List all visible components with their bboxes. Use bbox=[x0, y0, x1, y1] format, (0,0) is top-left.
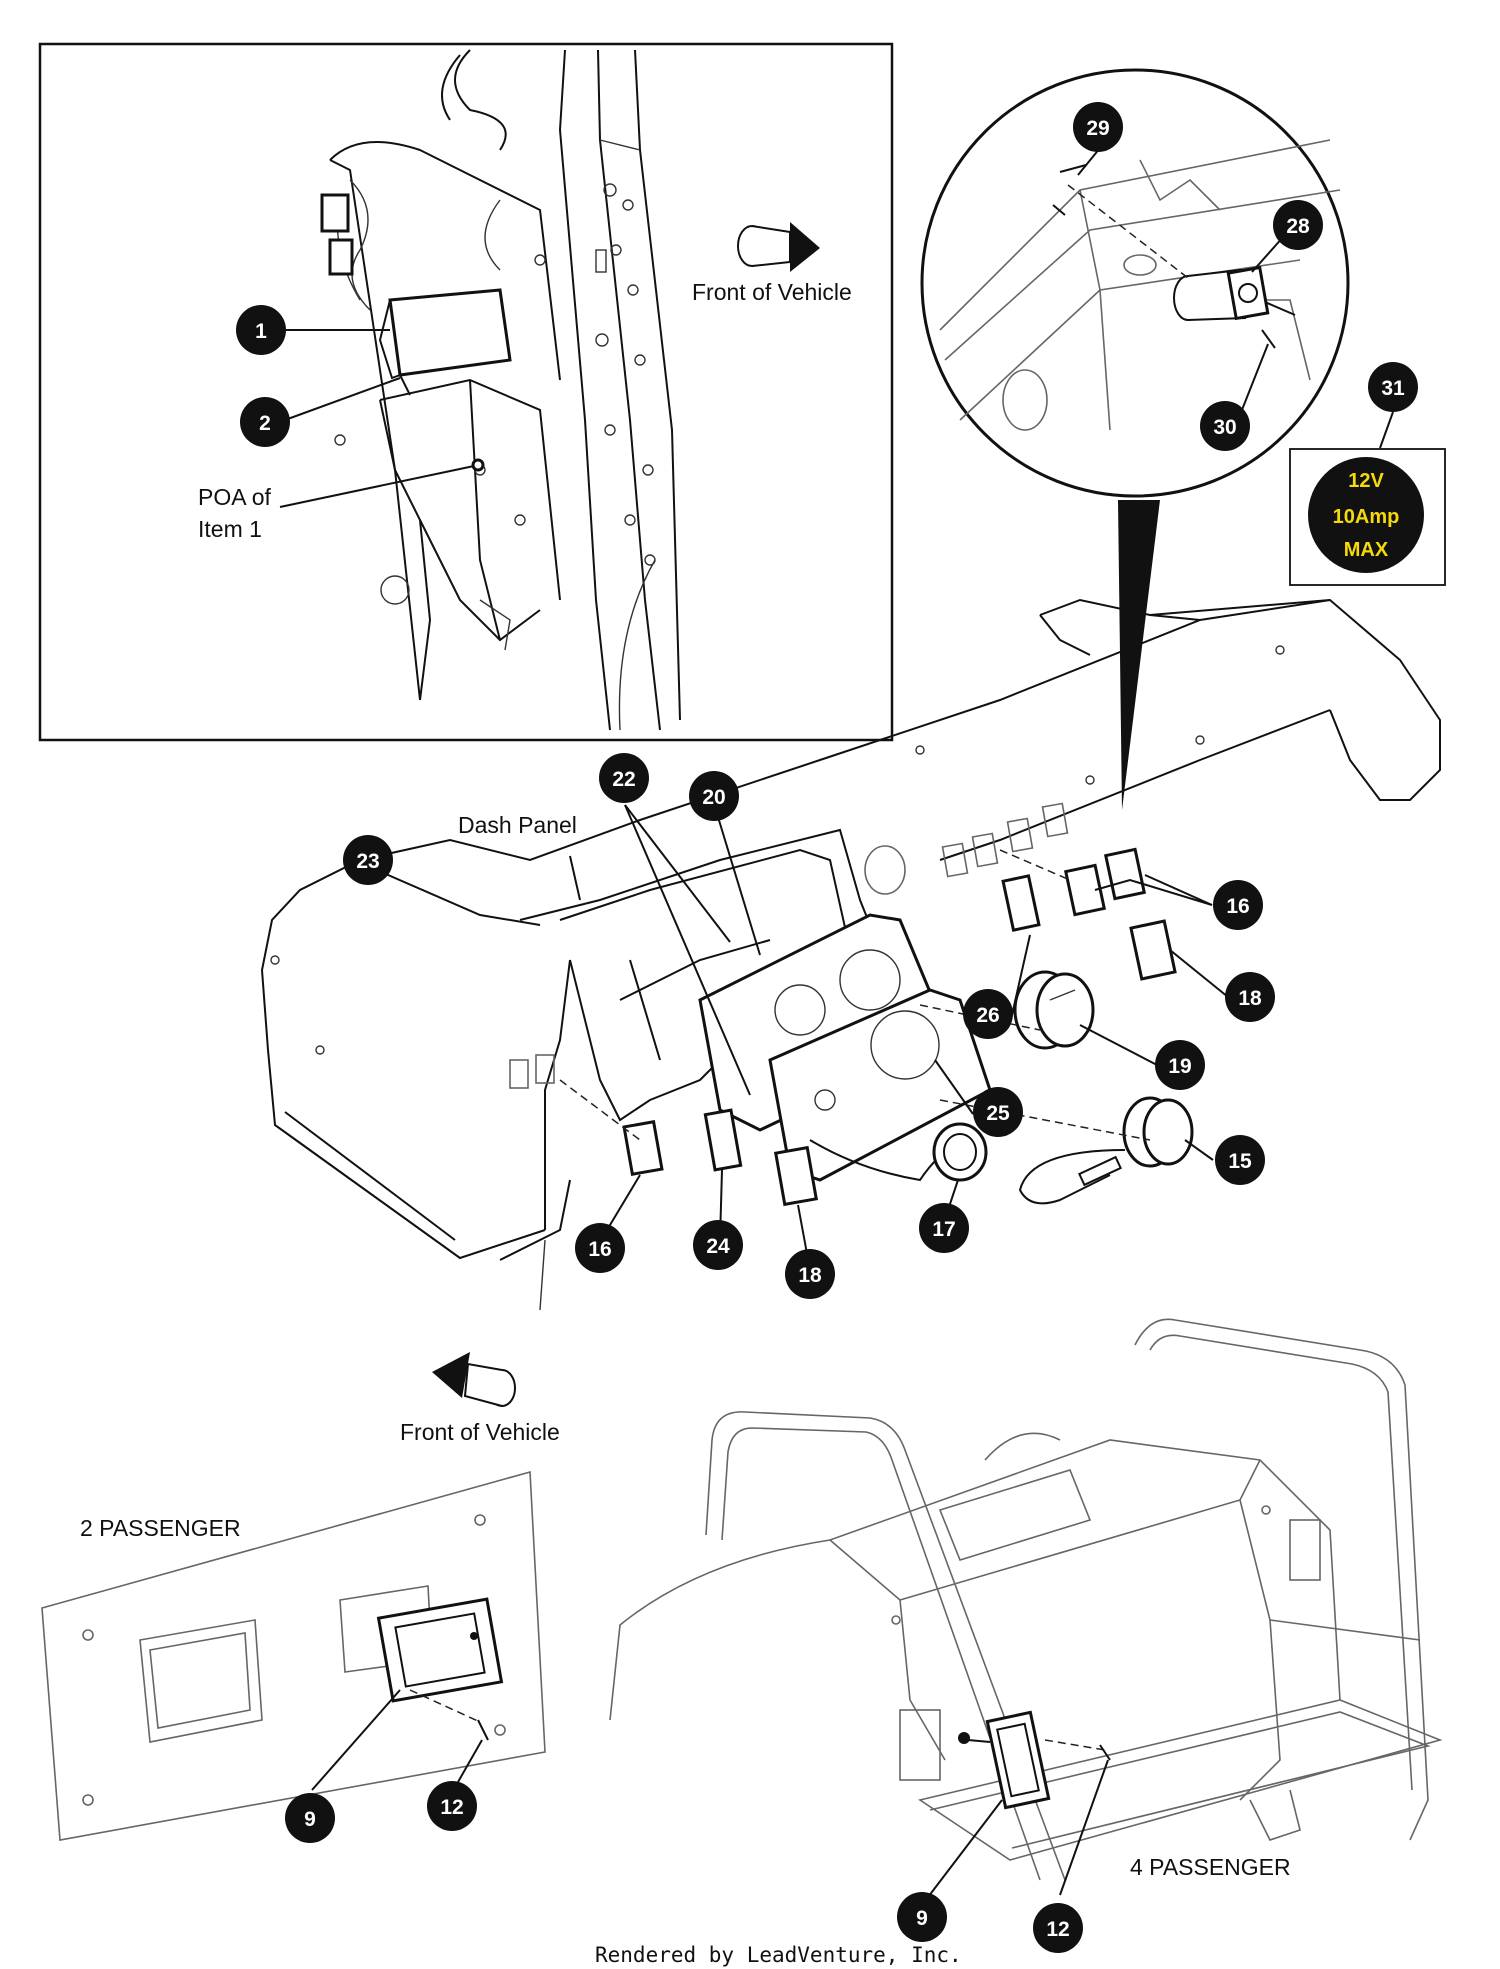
callout-19: 19 bbox=[1155, 1040, 1205, 1090]
callout-20: 20 bbox=[689, 771, 739, 821]
dash-panel-label: Dash Panel bbox=[458, 812, 577, 838]
callout-2: 2 bbox=[240, 397, 290, 447]
warning-label-box: 31 12V 10Amp MAX bbox=[1289, 362, 1446, 586]
warning-text-max: MAX bbox=[1344, 539, 1389, 561]
item-16-switch-right-b bbox=[1103, 847, 1147, 901]
svg-text:29: 29 bbox=[1086, 117, 1109, 140]
svg-text:20: 20 bbox=[702, 786, 725, 809]
svg-text:1: 1 bbox=[255, 320, 267, 343]
svg-text:17: 17 bbox=[932, 1218, 955, 1241]
callout-29: 29 bbox=[1073, 102, 1123, 152]
svg-text:9: 9 bbox=[304, 1808, 316, 1831]
item-19-meter bbox=[1013, 970, 1095, 1050]
front-arrow-icon-bottom bbox=[432, 1352, 516, 1407]
front-of-vehicle-label-top: Front of Vehicle bbox=[692, 279, 852, 305]
svg-text:22: 22 bbox=[612, 768, 635, 791]
item-24-plate bbox=[703, 1108, 743, 1172]
svg-text:31: 31 bbox=[1381, 377, 1405, 400]
svg-text:19: 19 bbox=[1168, 1055, 1191, 1078]
callout-30: 30 bbox=[1200, 401, 1250, 451]
callout-26: 26 bbox=[963, 989, 1013, 1039]
svg-text:12: 12 bbox=[1046, 1918, 1069, 1941]
callout-22: 22 bbox=[599, 753, 649, 803]
callout-17: 17 bbox=[919, 1203, 969, 1253]
poa-label-line1: POA of bbox=[198, 484, 271, 510]
callout-1: 1 bbox=[236, 305, 286, 355]
item-18-switch-right bbox=[1129, 919, 1177, 981]
callout-9-2p: 9 bbox=[285, 1793, 335, 1843]
callout-23: 23 bbox=[343, 835, 393, 885]
callout-25: 25 bbox=[973, 1087, 1023, 1137]
callout-9-4p: 9 bbox=[897, 1892, 947, 1942]
svg-text:9: 9 bbox=[916, 1907, 928, 1930]
svg-text:26: 26 bbox=[976, 1004, 999, 1027]
svg-text:12: 12 bbox=[440, 1796, 463, 1819]
poa-label-line2: Item 1 bbox=[198, 516, 262, 542]
callout-16-right: 16 bbox=[1213, 880, 1263, 930]
svg-text:2: 2 bbox=[259, 412, 271, 435]
item-16-switch-left bbox=[622, 1120, 664, 1176]
callout-15: 15 bbox=[1215, 1135, 1265, 1185]
footer-credit: Rendered by LeadVenture, Inc. bbox=[595, 1943, 962, 1967]
svg-text:24: 24 bbox=[706, 1235, 730, 1258]
zoom-circle bbox=[920, 68, 1350, 498]
svg-text:18: 18 bbox=[1238, 987, 1262, 1010]
svg-text:30: 30 bbox=[1213, 416, 1236, 439]
callout-12-4p: 12 bbox=[1033, 1903, 1083, 1953]
inset-frame bbox=[38, 42, 894, 742]
svg-text:25: 25 bbox=[986, 1102, 1010, 1125]
svg-text:23: 23 bbox=[356, 850, 379, 873]
four-passenger-detail: 4 PASSENGER 9 12 bbox=[609, 1318, 1443, 1953]
svg-text:16: 16 bbox=[1226, 895, 1249, 918]
front-arrow-icon bbox=[737, 222, 820, 272]
item-16-switch-right-a bbox=[1063, 863, 1107, 917]
two-passenger-label: 2 PASSENGER bbox=[80, 1515, 241, 1541]
four-passenger-label: 4 PASSENGER bbox=[1130, 1854, 1291, 1880]
svg-text:16: 16 bbox=[588, 1238, 611, 1261]
inset-detail: Front of Vehicle POA of Item 1 1 2 bbox=[38, 42, 894, 742]
item-18-switch-left bbox=[773, 1145, 819, 1207]
callout-28: 28 bbox=[1273, 200, 1323, 250]
warning-text-10amp: 10Amp bbox=[1333, 506, 1400, 528]
callout-18-left: 18 bbox=[785, 1249, 835, 1299]
callout-16-left: 16 bbox=[575, 1223, 625, 1273]
svg-text:18: 18 bbox=[798, 1264, 822, 1287]
two-passenger-detail: Front of Vehicle 2 PASSENGER 9 12 bbox=[41, 1352, 560, 1843]
power-socket bbox=[1173, 265, 1296, 349]
zoom-detail: 29 28 30 bbox=[920, 68, 1350, 810]
callout-18-right: 18 bbox=[1225, 972, 1275, 1022]
warning-text-12v: 12V bbox=[1348, 470, 1384, 492]
svg-text:28: 28 bbox=[1286, 215, 1310, 238]
item-15-meter bbox=[1018, 1096, 1194, 1205]
callout-31: 31 bbox=[1368, 362, 1418, 412]
callout-12-2p: 12 bbox=[427, 1781, 477, 1831]
dash-panel-assembly: Dash Panel 23 22 20 16 18 26 19 25 15 16… bbox=[260, 598, 1441, 1311]
item-26-plate bbox=[1001, 874, 1041, 932]
callout-24: 24 bbox=[693, 1220, 743, 1270]
front-of-vehicle-label-bottom: Front of Vehicle bbox=[400, 1419, 560, 1445]
svg-text:15: 15 bbox=[1228, 1150, 1252, 1173]
